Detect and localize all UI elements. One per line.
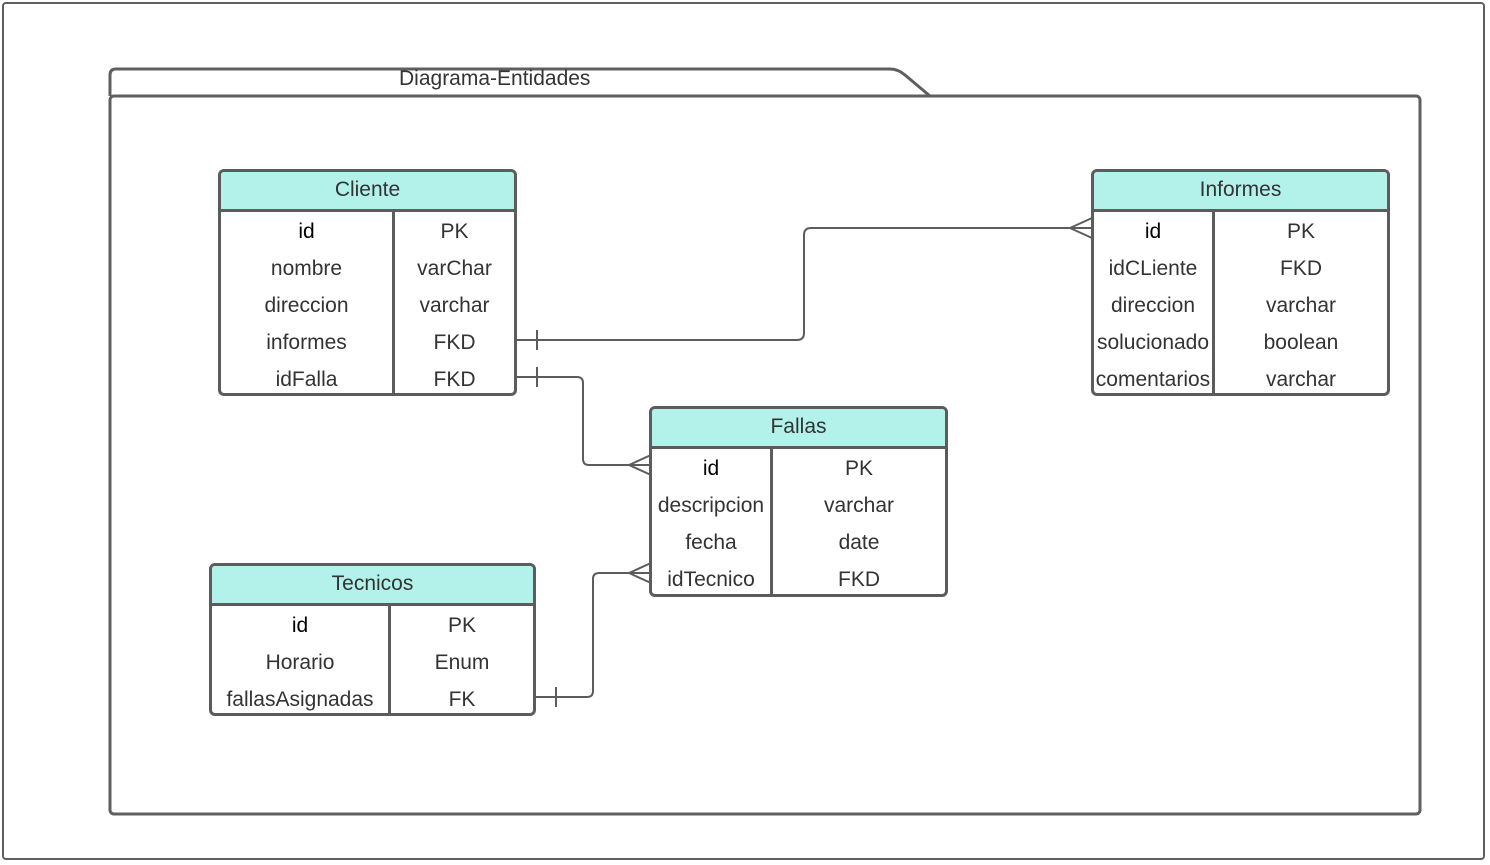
field-name: solucionado bbox=[1096, 331, 1210, 354]
field-row[interactable]: direccion varchar bbox=[1094, 287, 1387, 324]
diagram-title: Diagrama-Entidades bbox=[399, 67, 591, 90]
field-row[interactable]: informes FKD bbox=[221, 324, 514, 361]
field-name: descripcion bbox=[657, 494, 765, 517]
field-row[interactable]: nombre varChar bbox=[221, 250, 514, 287]
field-row[interactable]: id PK bbox=[1094, 213, 1387, 250]
entity-fields: id PK Horario Enum fallasAsignadas FK bbox=[212, 606, 533, 713]
field-row[interactable]: Horario Enum bbox=[212, 644, 533, 681]
entity-header: Informes bbox=[1094, 172, 1387, 212]
column-divider bbox=[392, 212, 395, 393]
entity-header: Cliente bbox=[221, 172, 514, 212]
column-divider bbox=[770, 449, 773, 594]
field-row[interactable]: id PK bbox=[212, 607, 533, 644]
field-type: FKD bbox=[433, 331, 476, 354]
column-divider bbox=[1212, 212, 1215, 393]
field-type: PK bbox=[1286, 220, 1315, 243]
field-type: varchar bbox=[823, 494, 895, 517]
relationship-cliente-informes bbox=[517, 217, 1093, 350]
field-type: PK bbox=[447, 614, 476, 637]
field-name: direccion bbox=[264, 294, 349, 317]
field-type: PK bbox=[844, 457, 873, 480]
field-name: nombre bbox=[270, 257, 343, 280]
relationship-cliente-fallas bbox=[517, 367, 652, 476]
field-row[interactable]: fecha date bbox=[652, 524, 945, 561]
field-name: Horario bbox=[265, 651, 335, 674]
field-name: fallasAsignadas bbox=[226, 688, 374, 711]
field-type: FKD bbox=[838, 568, 880, 591]
field-type: Enum bbox=[434, 651, 490, 674]
entity-fields: id PK nombre varChar direccion varchar informe… bbox=[221, 212, 514, 393]
field-name: idCLiente bbox=[1108, 257, 1198, 280]
field-name: id bbox=[1144, 220, 1162, 243]
field-type: FKD bbox=[433, 368, 476, 391]
entity-header: Fallas bbox=[652, 409, 945, 449]
field-row[interactable]: idTecnico FKD bbox=[652, 561, 945, 594]
field-name: informes bbox=[266, 331, 347, 354]
field-row[interactable]: fallasAsignadas FK bbox=[212, 681, 533, 713]
field-name: comentarios bbox=[1095, 368, 1211, 391]
field-row[interactable]: idCLiente FKD bbox=[1094, 250, 1387, 287]
folder-container bbox=[108, 67, 931, 98]
column-divider bbox=[388, 606, 391, 713]
entity-fields: id PK idCLiente FKD direccion varchar solucion… bbox=[1094, 212, 1387, 393]
relationship-tecnicos-fallas bbox=[536, 562, 652, 707]
field-name: idFalla bbox=[275, 368, 338, 391]
field-type: varChar bbox=[417, 257, 492, 280]
field-name: id bbox=[298, 220, 315, 243]
field-type: PK bbox=[440, 220, 469, 243]
field-type: varchar bbox=[1265, 294, 1337, 317]
field-row[interactable]: id PK bbox=[221, 213, 514, 250]
field-name: id bbox=[702, 457, 720, 480]
field-row[interactable]: solucionado boolean bbox=[1094, 324, 1387, 361]
field-type: varchar bbox=[1265, 368, 1337, 391]
field-row[interactable]: direccion varchar bbox=[221, 287, 514, 324]
field-type: varchar bbox=[419, 294, 490, 317]
field-row[interactable]: descripcion varchar bbox=[652, 487, 945, 524]
entity-tecnicos[interactable]: Tecnicos id PK Horario Enum fallasAsignadas FK bbox=[209, 563, 536, 716]
entity-cliente[interactable]: Cliente id PK nombre varChar direccion varchar… bbox=[218, 169, 517, 396]
folder-body bbox=[108, 94, 1422, 816]
field-name: fecha bbox=[685, 531, 737, 554]
field-name: direccion bbox=[1110, 294, 1196, 317]
entity-informes[interactable]: Informes id PK idCLiente FKD direccion varchar… bbox=[1091, 169, 1390, 396]
entity-header: Tecnicos bbox=[212, 566, 533, 606]
field-type: FKD bbox=[1280, 257, 1322, 280]
entity-fields: id PK descripcion varchar fecha date idTecnico… bbox=[652, 449, 945, 594]
field-type: date bbox=[838, 531, 880, 554]
field-row[interactable]: comentarios varchar bbox=[1094, 361, 1387, 393]
field-name: id bbox=[291, 614, 309, 637]
field-row[interactable]: id PK bbox=[652, 450, 945, 487]
entity-fallas[interactable]: Fallas id PK descripcion varchar fecha date idT… bbox=[649, 406, 948, 597]
field-type: FK bbox=[448, 688, 476, 711]
field-row[interactable]: idFalla FKD bbox=[221, 361, 514, 393]
field-type: boolean bbox=[1263, 331, 1339, 354]
field-name: idTecnico bbox=[667, 568, 755, 591]
